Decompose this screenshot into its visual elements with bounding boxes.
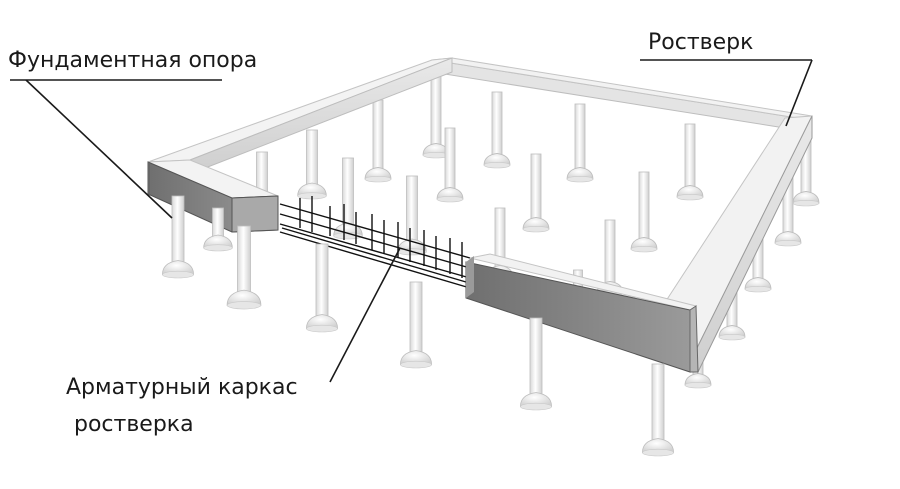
grillage-beam-back — [431, 57, 813, 133]
leader-lines — [10, 59, 813, 383]
label-rebar-cage-line2: ростверка — [74, 412, 194, 437]
pile — [436, 127, 464, 203]
leader-rebar-pointer — [329, 247, 401, 383]
pile — [297, 129, 327, 200]
pile — [566, 103, 594, 183]
piles-front-group — [161, 195, 675, 457]
pile — [519, 317, 553, 411]
label-rebar-cage-line1: Арматурный каркас — [66, 375, 298, 400]
pile — [226, 225, 262, 310]
leader-support-pointer — [25, 79, 173, 219]
pile — [483, 91, 511, 169]
leader-grillage-pointer — [785, 59, 813, 127]
pile — [792, 137, 820, 207]
pile — [676, 123, 704, 201]
pile — [203, 207, 233, 252]
pile — [305, 243, 339, 333]
label-foundation-support: Фундаментная опора — [8, 48, 258, 73]
rebar-longitudinal — [281, 227, 467, 283]
pile — [161, 195, 195, 279]
rebar-longitudinal — [279, 203, 471, 259]
grillage-beam-left — [147, 57, 453, 233]
label-grillage: Ростверк — [648, 30, 754, 55]
piles-back-group — [247, 71, 820, 389]
grillage-beam-front-right — [465, 253, 699, 373]
rebar-cage — [279, 196, 471, 289]
pile — [522, 153, 550, 233]
pile — [630, 171, 658, 253]
rebar-longitudinal — [279, 231, 471, 289]
pile — [399, 281, 433, 369]
pile — [641, 363, 675, 457]
rebar-longitudinal — [279, 223, 471, 279]
pile — [364, 99, 392, 183]
pile — [397, 175, 427, 256]
